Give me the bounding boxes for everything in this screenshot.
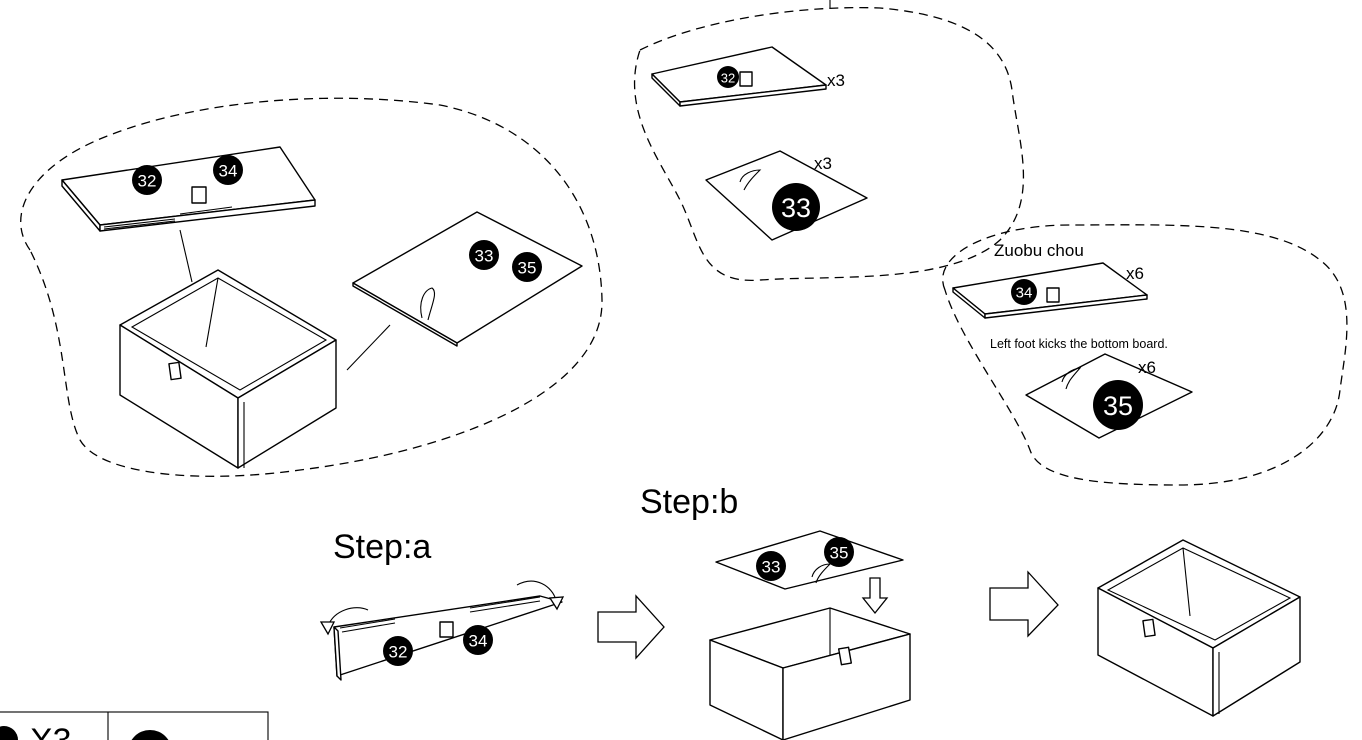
parts-group-34-35: Zuobu chou 34 x6 Left foot kicks the bot… <box>942 224 1348 486</box>
side-panel-32-34: 32 34 <box>61 146 316 232</box>
parts-boundary <box>633 6 1025 281</box>
badge-35 <box>824 537 854 567</box>
bottom-board-33-35: 33 35 <box>352 211 583 347</box>
badge-33-label: 33 <box>781 193 811 223</box>
exploded-view-group: 32 34 33 35 <box>20 97 603 477</box>
badge-35 <box>512 252 542 282</box>
legend-count: X3 <box>30 722 72 740</box>
step-b-title: Step:b <box>640 483 738 521</box>
badge-32-label: 32 <box>721 71 735 86</box>
badge-34-label: 34 <box>469 632 488 651</box>
badge-32-label: 32 <box>389 643 408 662</box>
step-a-folding-panel: 32 34 <box>319 580 565 681</box>
parts-group-32-33: 32 x3 33 x3 <box>633 0 1025 281</box>
legend-table <box>0 711 269 740</box>
badge-32 <box>717 66 739 88</box>
quantity-35: x6 <box>1138 358 1156 377</box>
step-b-lid: 33 35 <box>715 530 904 590</box>
hardware-legend: X3 <box>0 711 269 740</box>
badge-34 <box>213 155 243 185</box>
next-step-arrow-icon <box>597 594 665 660</box>
left-foot-note: Left foot kicks the bottom board. <box>990 337 1168 351</box>
badge-32 <box>383 636 413 666</box>
quantity-33: x3 <box>814 154 832 173</box>
badge-33 <box>756 551 786 581</box>
next-step-arrow-icon <box>989 570 1059 638</box>
badge-34 <box>1011 279 1037 305</box>
badge-32 <box>132 165 162 195</box>
badge-35-label: 35 <box>1103 391 1133 421</box>
fold-arrow-icon <box>516 580 557 601</box>
badge-33 <box>772 183 820 231</box>
quantity-34: x6 <box>1126 264 1144 283</box>
fold-arrow-icon <box>548 596 565 611</box>
badge-34-label: 34 <box>1016 285 1033 302</box>
step-a-title: Step:a <box>333 528 431 566</box>
badge-34 <box>463 625 493 655</box>
zuobu-label: Zuobu chou <box>994 241 1084 260</box>
exploded-view-boundary <box>20 97 603 477</box>
parts-boundary <box>942 224 1348 486</box>
badge-35-label: 35 <box>518 259 537 278</box>
badge-35 <box>1093 380 1143 430</box>
connector-line <box>346 324 391 371</box>
legend-badge <box>0 726 18 740</box>
badge-35-label: 35 <box>830 544 849 563</box>
legend-badge <box>131 730 169 740</box>
insert-down-arrow-icon <box>861 577 889 615</box>
badge-32-label: 32 <box>138 172 157 191</box>
open-box <box>119 269 337 469</box>
badge-33-label: 33 <box>762 558 781 577</box>
badge-34-label: 34 <box>219 162 238 181</box>
finished-box <box>1097 539 1301 717</box>
quantity-32: x3 <box>827 71 845 90</box>
badge-33-label: 33 <box>475 247 494 266</box>
step-b-box <box>709 607 911 740</box>
fold-arrow-icon <box>319 621 336 636</box>
connector-line <box>179 229 193 283</box>
badge-33 <box>469 240 499 270</box>
